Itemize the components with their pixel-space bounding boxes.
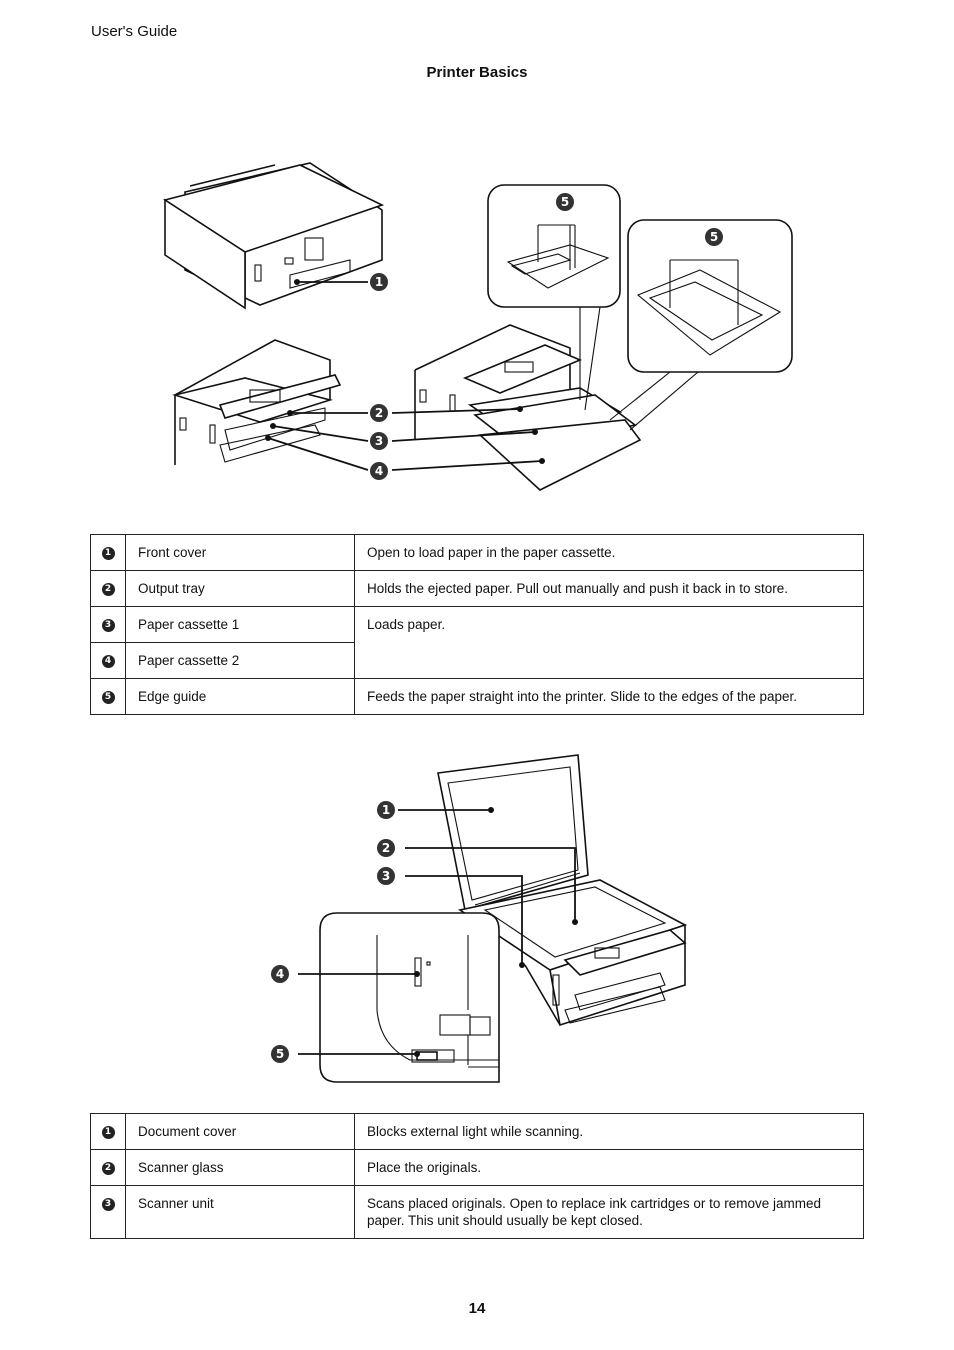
section-title: Printer Basics [426,64,528,81]
row-number-badge: 1 [101,1125,115,1139]
printer-cassettes-drawing [414,324,642,491]
scanner-illustration: 1 2 3 4 5 [260,745,700,1095]
callout-4: 4 [271,965,289,983]
scanner-drawing: 1 2 3 4 5 [271,754,688,1083]
printer-paper-path-illustration: 1 2 3 4 5 5 [150,150,810,510]
row-number-badge: 4 [101,654,115,668]
svg-text:5: 5 [710,230,718,244]
part-name: Edge guide [125,678,355,715]
callout-3: 3 [377,867,395,885]
row-number-badge: 1 [101,546,115,560]
table-row: 2 Output tray Holds the ejected paper. P… [90,570,864,607]
row-number-badge: 3 [101,1197,115,1211]
svg-text:5: 5 [276,1047,284,1061]
callout-1: 1 [377,801,395,819]
table-row: 1 Document cover Blocks external light w… [90,1113,864,1150]
callout-1: 1 [370,273,388,291]
svg-text:2: 2 [382,841,390,855]
svg-text:1: 1 [375,275,383,289]
part-description: Feeds the paper straight into the printe… [354,678,864,715]
part-name: Scanner unit [125,1185,355,1239]
parts-table-paper: 1 Front cover Open to load paper in the … [90,534,864,715]
edge-guide-inset-b [609,219,793,431]
scanner-body-drawing [457,879,688,1027]
printer-open-drawing [172,339,342,465]
svg-text:1: 1 [382,803,390,817]
part-name: Front cover [125,534,355,571]
part-description: Holds the ejected paper. Pull out manual… [354,570,864,607]
table-row: 3 Paper cassette 1 Loads paper. [90,606,864,679]
part-description: Open to load paper in the paper cassette… [354,534,864,571]
table-row: 3 Scanner unit Scans placed originals. O… [90,1185,864,1239]
callout-3: 3 [370,432,388,450]
table-row: 2 Scanner glass Place the originals. [90,1149,864,1186]
part-description: Blocks external light while scanning. [354,1113,864,1150]
callout-2: 2 [377,839,395,857]
part-description: Place the originals. [354,1149,864,1186]
callout-2: 2 [370,404,388,422]
svg-text:4: 4 [276,967,284,981]
part-name: Document cover [125,1113,355,1150]
printer-closed-drawing [163,162,385,310]
parts-table-scanner: 1 Document cover Blocks external light w… [90,1113,864,1239]
table-row: 1 Front cover Open to load paper in the … [90,534,864,571]
page-number: 14 [468,1300,486,1317]
callout-5a: 5 [556,193,574,211]
printer-paper-path-drawing: 1 2 3 4 5 5 [163,162,793,491]
part-description: Scans placed originals. Open to replace … [354,1185,864,1239]
callout-5b: 5 [705,228,723,246]
part-name: Scanner glass [125,1149,355,1186]
svg-text:3: 3 [382,869,390,883]
part-name: Output tray [125,570,355,607]
callout-4: 4 [370,462,388,480]
part-name: Paper cassette 1 [125,606,355,643]
row-number-badge: 5 [101,690,115,704]
card-slot-inset [319,912,500,1083]
part-description: Loads paper. [354,606,864,679]
row-number-badge: 2 [101,1161,115,1175]
svg-text:5: 5 [561,195,569,209]
row-number-badge: 3 [101,618,115,632]
edge-guide-inset-a [487,184,621,411]
table-row: 5 Edge guide Feeds the paper straight in… [90,678,864,715]
svg-text:3: 3 [375,434,383,448]
svg-text:4: 4 [375,464,383,478]
part-name: Paper cassette 2 [125,642,355,679]
callout-5: 5 [271,1045,289,1063]
running-head: User's Guide [91,23,178,40]
svg-text:2: 2 [375,406,383,420]
row-number-badge: 2 [101,582,115,596]
table-row: 4 Paper cassette 2 [90,642,864,679]
document-cover-drawing [437,754,589,912]
